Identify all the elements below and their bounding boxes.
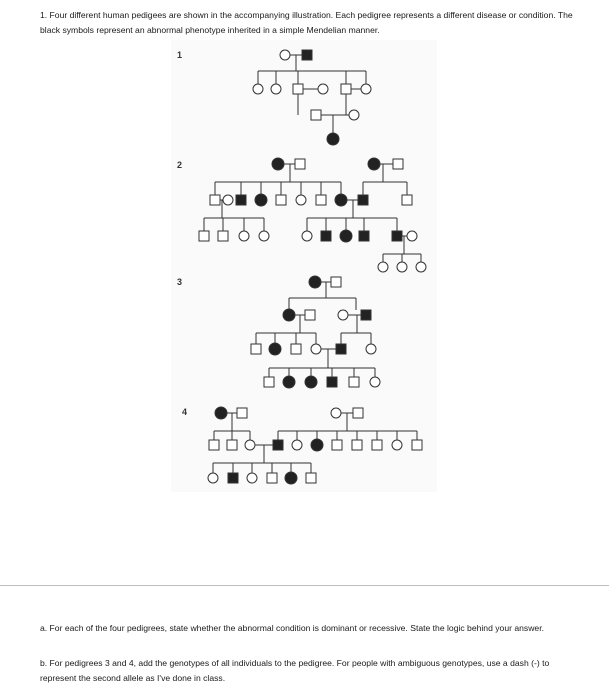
pedigree-label-3: 3 <box>177 277 182 287</box>
question-a: a. For each of the four pedigrees, state… <box>40 623 544 633</box>
pedigree-label-1: 1 <box>177 50 182 60</box>
pedigree-1 <box>252 49 372 146</box>
intro-text: 1. Four different human pedigees are sho… <box>40 10 573 35</box>
pedigree-figure: 1 2 3 4 <box>171 40 437 492</box>
pedigree-4 <box>207 406 423 485</box>
section-divider <box>0 585 609 586</box>
pedigree-label-4: 4 <box>182 407 187 417</box>
pedigree-2 <box>198 157 427 273</box>
pedigree-label-2: 2 <box>177 160 182 170</box>
pedigree-3 <box>250 275 381 389</box>
question-b: b. For pedigrees 3 and 4, add the genoty… <box>40 658 550 683</box>
